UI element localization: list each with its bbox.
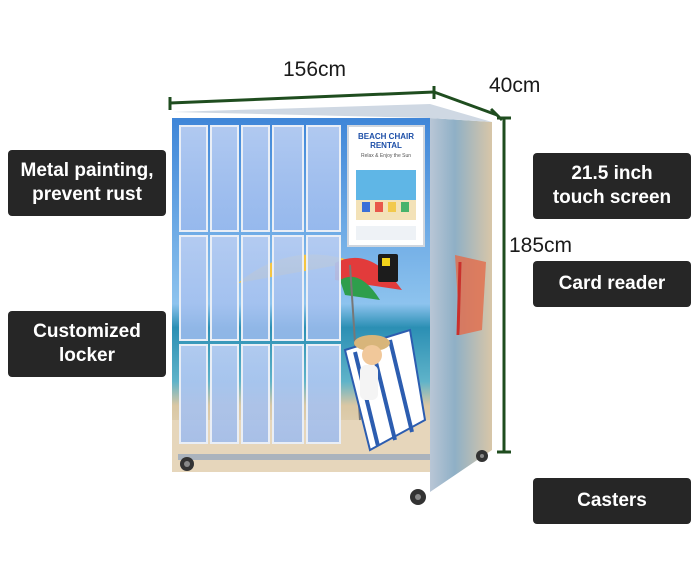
- height-dimension: 185cm: [509, 234, 573, 257]
- screen-subtitle: Relax & Enjoy the Sun: [360, 153, 412, 159]
- casters-label: Casters: [533, 478, 691, 524]
- width-dimension: 156cm: [283, 58, 347, 81]
- screen-title-line1: BEACH CHAIR: [358, 132, 414, 141]
- touch-screen-label: 21.5 inch touch screen: [533, 153, 691, 219]
- screen-title-line2: RENTAL: [370, 141, 402, 150]
- customized-locker-label: Customized locker: [8, 311, 166, 377]
- caster-wheels: [180, 450, 488, 505]
- locker-doors: [179, 125, 341, 444]
- screen-title: BEACH CHAIR RENTAL: [350, 132, 422, 150]
- depth-dimension: 40cm: [489, 74, 541, 97]
- metal-painting-label: Metal painting, prevent rust: [8, 150, 166, 216]
- card-reader-label: Card reader: [533, 261, 691, 307]
